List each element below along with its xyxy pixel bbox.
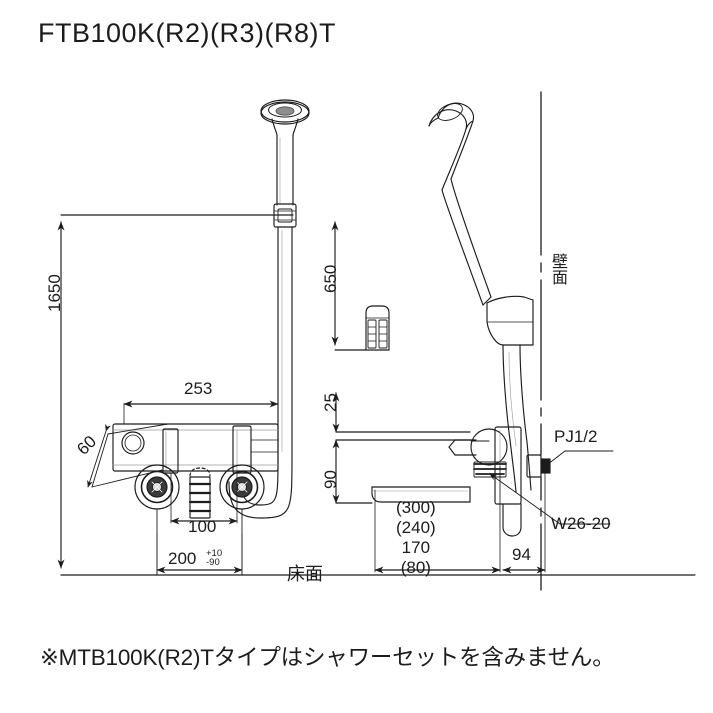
dim-1650 bbox=[57, 214, 696, 576]
dim-label-spout-80: (80) bbox=[400, 558, 431, 578]
dim-label-200-tolerance-plus: +10 bbox=[206, 548, 223, 559]
label-thread-w2620: W26-20 bbox=[551, 514, 611, 533]
front-escutcheon-left bbox=[134, 464, 180, 576]
dim-label-spout-170: 170 bbox=[401, 538, 431, 558]
dim-label-100: 100 bbox=[188, 517, 217, 536]
page-title: FTB100K(R2)(R3)(R8)T bbox=[38, 18, 337, 48]
dim-650 bbox=[331, 221, 367, 351]
side-shower-holder bbox=[486, 295, 534, 346]
dim-100 bbox=[170, 472, 238, 525]
footnote-text: ※MTB100K(R2)Tタイプはシャワーセットを含みません。 bbox=[40, 645, 615, 670]
leader-pj12 bbox=[542, 450, 614, 469]
front-shower-head bbox=[260, 99, 310, 136]
dim-253 bbox=[123, 400, 279, 425]
dim-label-spout-300: (300) bbox=[396, 498, 436, 517]
label-floor-surface: 床面 bbox=[287, 564, 323, 584]
front-hose-lower bbox=[277, 226, 293, 456]
front-shower-hose bbox=[276, 134, 294, 206]
label-wall-surface: 壁 面 bbox=[551, 255, 569, 287]
label-thread-pj12: PJ1/2 bbox=[554, 427, 598, 446]
leader-w2620 bbox=[489, 473, 611, 525]
dim-label-90: 90 bbox=[321, 470, 340, 489]
front-escutcheon-right bbox=[219, 464, 265, 576]
dim-label-25: 25 bbox=[321, 393, 340, 412]
front-shower-hanger bbox=[365, 305, 390, 351]
dim-25 bbox=[332, 392, 471, 433]
dim-label-650: 650 bbox=[321, 264, 340, 293]
dim-label-200-tolerance-minus: -90 bbox=[206, 557, 220, 568]
dim-label-spout-240: (240) bbox=[396, 518, 436, 538]
label-wall-surface-ch2: 面 bbox=[551, 270, 568, 287]
dim-label-200: 200 +10 -90 bbox=[168, 549, 222, 569]
front-mixer-body bbox=[112, 423, 279, 474]
label-wall-surface-ch1: 壁 bbox=[551, 254, 568, 271]
dim-label-spout-lengths: (300) (240) 170 (80) bbox=[396, 498, 436, 578]
dim-94 bbox=[502, 465, 546, 574]
side-shower-head bbox=[428, 102, 492, 306]
dim-90 bbox=[332, 439, 471, 504]
dim-label-253: 253 bbox=[184, 379, 213, 398]
dim-60 bbox=[87, 423, 111, 488]
dim-label-94: 94 bbox=[512, 545, 531, 564]
dim-label-1650: 1650 bbox=[45, 274, 64, 312]
dim-200 bbox=[156, 533, 243, 574]
dim-spout-projection bbox=[374, 465, 501, 574]
dim-label-200-value: 200 bbox=[168, 549, 197, 568]
front-diverter-outlet bbox=[188, 467, 212, 519]
